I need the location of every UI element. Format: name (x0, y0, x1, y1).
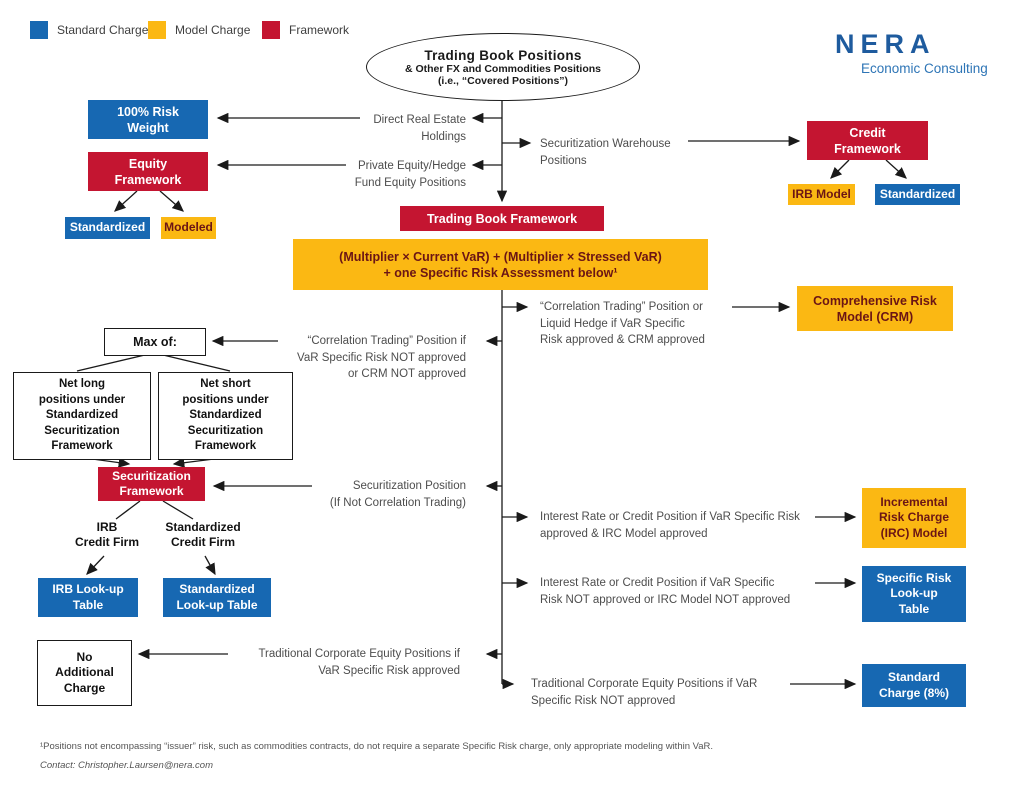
edge-label-direct-real-estate: Direct Real Estate Holdings (373, 114, 466, 143)
root-subtitle-1: & Other FX and Commodities Positions (404, 62, 602, 75)
legend-item-standard-charge: Standard Charge (30, 21, 148, 39)
edge-label-correlation-approved: “Correlation Trading” Position or Liquid… (540, 301, 705, 346)
node-standardized-lookup-table: Standardized Look-up Table (163, 578, 271, 617)
label-standardized-credit-firm: Standardized Credit Firm (165, 520, 241, 549)
node-irb-lookup-table: IRB Look-up Table (38, 578, 138, 617)
node-equity-standardized: Standardized (65, 217, 150, 239)
edge-label-correlation-not-approved: “Correlation Trading” Position if VaR Sp… (297, 335, 466, 380)
node-net-long: Net long positions under Standardized Se… (13, 372, 151, 460)
node-max-of: Max of: (104, 328, 206, 356)
node-standard-charge-8: Standard Charge (8%) (862, 664, 966, 707)
legend-label-framework: Framework (289, 23, 350, 37)
root-subtitle-2: (i.e., “Covered Positions”) (437, 74, 569, 87)
edge-label-securitization-warehouse: Securitization Warehouse Positions (540, 138, 671, 167)
edge-label-traditional-approved: Traditional Corporate Equity Positions i… (258, 648, 460, 677)
node-comprehensive-risk-model: Comprehensive Risk Model (CRM) (797, 286, 953, 331)
edge-label-interest-not-approved: Interest Rate or Credit Position if VaR … (540, 577, 791, 606)
node-specific-risk-lookup-table: Specific Risk Look-up Table (862, 566, 966, 622)
node-trading-book-framework: Trading Book Framework (400, 206, 604, 231)
legend-chip-model-charge-icon (148, 21, 166, 39)
node-no-additional-charge: No Additional Charge (37, 640, 132, 706)
edge-label-traditional-not-approved: Traditional Corporate Equity Positions i… (531, 678, 758, 707)
nera-logo: NERA (835, 29, 936, 59)
legend-label-standard-charge: Standard Charge (57, 23, 149, 37)
legend-label-model-charge: Model Charge (175, 23, 251, 37)
edge-label-securitization-position: Securitization Position (If Not Correlat… (329, 480, 466, 509)
node-credit-standardized: Standardized (875, 184, 960, 205)
legend-chip-framework-icon (262, 21, 280, 39)
node-irb-model: IRB Model (788, 184, 855, 205)
root-title: Trading Book Positions (424, 47, 582, 63)
contact-line: Contact: Christopher.Laursen@nera.com (40, 760, 213, 771)
edge-label-interest-approved: Interest Rate or Credit Position if VaR … (540, 511, 800, 540)
label-irb-credit-firm: IRB Credit Firm (74, 520, 139, 549)
root-node-trading-book-positions: Trading Book Positions & Other FX and Co… (366, 33, 640, 101)
node-equity-modeled: Modeled (161, 217, 216, 239)
node-equity-framework: Equity Framework (88, 152, 208, 191)
node-incremental-risk-charge: Incremental Risk Charge (IRC) Model (862, 488, 966, 548)
nera-tagline: Economic Consulting (861, 61, 988, 76)
legend-item-framework: Framework (262, 21, 349, 39)
legend-item-model-charge: Model Charge (148, 21, 250, 39)
node-credit-framework: Credit Framework (807, 121, 928, 160)
legend-chip-standard-charge-icon (30, 21, 48, 39)
footnote: ¹Positions not encompassing “issuer” ris… (40, 741, 714, 752)
node-net-short: Net short positions under Standardized S… (158, 372, 293, 460)
node-var-formula: (Multiplier × Current VaR) + (Multiplier… (293, 239, 708, 290)
edge-label-private-equity: Private Equity/Hedge Fund Equity Positio… (354, 160, 466, 189)
node-securitization-framework: Securitization Framework (98, 467, 205, 501)
node-100-risk-weight: 100% Risk Weight (88, 100, 208, 139)
